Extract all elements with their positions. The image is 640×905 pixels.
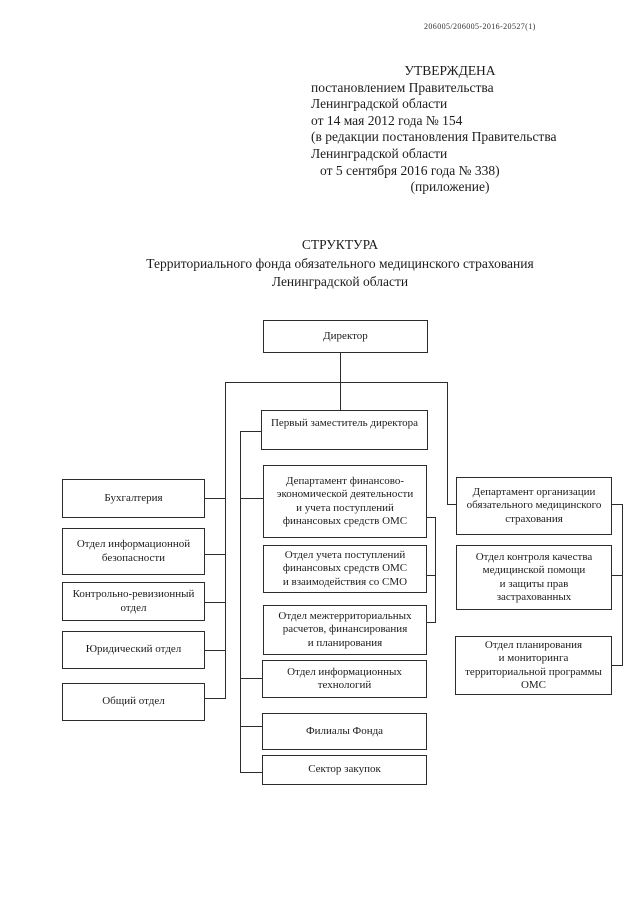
approval-line: от 14 мая 2012 года № 154 bbox=[311, 112, 463, 128]
org-box-it-department: Отдел информационных технологий bbox=[262, 660, 427, 698]
org-box-director: Директор bbox=[263, 320, 428, 353]
connector-line bbox=[612, 575, 622, 576]
approval-block: УТВЕРЖДЕНА постановлением Правительства … bbox=[311, 63, 589, 196]
connector-line bbox=[612, 665, 622, 666]
connector-line bbox=[612, 504, 622, 505]
approval-line: Ленинградской области bbox=[311, 145, 448, 161]
org-box-quality-control: Отдел контроля качества медицинской помо… bbox=[456, 545, 612, 610]
document-title: СТРУКТУРА Территориального фонда обязате… bbox=[40, 236, 640, 292]
connector-line bbox=[447, 382, 448, 505]
org-box-accounting: Бухгалтерия bbox=[62, 479, 205, 518]
connector-line bbox=[205, 698, 225, 699]
approval-heading: УТВЕРЖДЕНА bbox=[404, 63, 496, 78]
title-line-1: СТРУКТУРА bbox=[301, 237, 379, 252]
title-line-2: Территориального фонда обязательного мед… bbox=[146, 255, 534, 271]
connector-line bbox=[427, 622, 436, 623]
connector-line bbox=[205, 498, 225, 499]
org-box-branches: Филиалы Фонда bbox=[262, 713, 427, 750]
connector-line bbox=[427, 517, 436, 518]
connector-line bbox=[240, 498, 263, 499]
org-box-interterritorial: Отдел межтерриториальных расчетов, финан… bbox=[263, 605, 427, 655]
org-box-first-deputy: Первый заместитель директора bbox=[261, 410, 428, 450]
connector-line bbox=[427, 575, 436, 576]
connector-line bbox=[225, 382, 226, 699]
org-box-finance-department: Департамент финансово- экономической дея… bbox=[263, 465, 427, 538]
org-box-control-audit: Контрольно-ревизионный отдел bbox=[62, 582, 205, 621]
connector-line bbox=[240, 726, 262, 727]
approval-annex: (приложение) bbox=[410, 179, 490, 195]
approval-line: постановлением Правительства bbox=[311, 79, 494, 95]
connector-line bbox=[240, 772, 262, 773]
connector-line bbox=[622, 504, 623, 666]
doc-number: 206005/206005-2016-20527(1) bbox=[424, 22, 536, 31]
org-box-receipts-accounting: Отдел учета поступлений финансовых средс… bbox=[263, 545, 427, 593]
connector-line bbox=[225, 382, 448, 383]
org-box-general: Общий отдел bbox=[62, 683, 205, 721]
org-box-oms-organization-department: Департамент организации обязательного ме… bbox=[456, 477, 612, 535]
connector-line bbox=[240, 431, 261, 432]
connector-line bbox=[205, 554, 225, 555]
org-box-legal: Юридический отдел bbox=[62, 631, 205, 669]
connector-line bbox=[205, 650, 225, 651]
org-box-procurement: Сектор закупок bbox=[262, 755, 427, 785]
connector-line bbox=[435, 517, 436, 623]
org-box-program-planning: Отдел планирования и мониторинга террито… bbox=[455, 636, 612, 695]
org-box-information-security: Отдел информационной безопасности bbox=[62, 528, 205, 575]
approval-line: Ленинградской области bbox=[311, 96, 448, 112]
connector-line bbox=[240, 678, 262, 679]
connector-line bbox=[205, 602, 225, 603]
connector-line bbox=[447, 504, 456, 505]
approval-line: (в редакции постановления Правительства bbox=[311, 129, 557, 145]
connector-line bbox=[240, 431, 241, 773]
approval-line: от 5 сентября 2016 года № 338) bbox=[320, 162, 500, 178]
title-line-3: Ленинградской области bbox=[271, 274, 409, 289]
